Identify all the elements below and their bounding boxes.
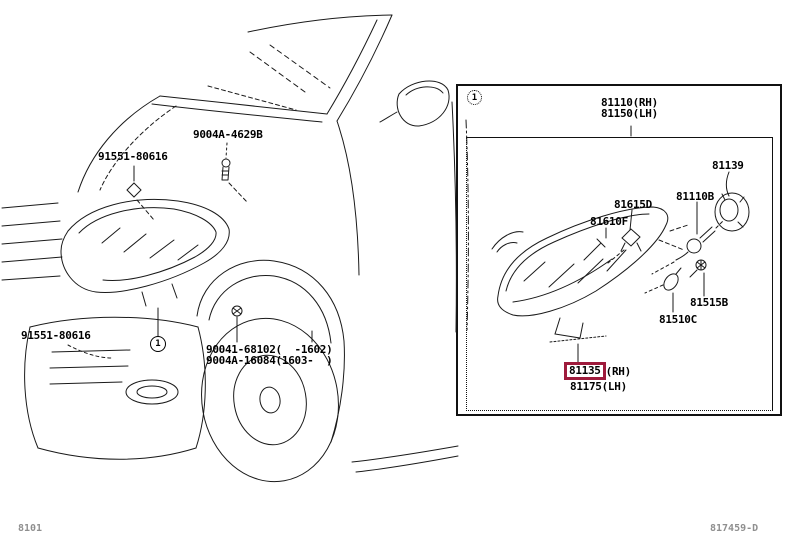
headlamp-assembly-drawing bbox=[491, 125, 750, 365]
assembly-label-rh: 81110(RH) bbox=[601, 96, 658, 109]
screw-81610F-glyph bbox=[583, 227, 607, 261]
panel-corner-callout: 1 bbox=[467, 90, 482, 105]
part-label-81110B: 81110B bbox=[676, 190, 714, 203]
part-label-bolt-note-line1: 90041-68102( -1602) bbox=[206, 343, 333, 356]
bolt-note-leader bbox=[231, 305, 313, 343]
highlighted-part-row: 81135 (RH) bbox=[564, 362, 631, 380]
part-label-hood-screw: 9004A-4629B bbox=[193, 128, 263, 141]
cap-81139-glyph bbox=[714, 171, 750, 232]
detail-panel-inner-frame bbox=[466, 137, 773, 411]
clip-upper-leader bbox=[126, 165, 155, 221]
front-wheel-drawing bbox=[196, 259, 345, 483]
bulb-81510C-glyph bbox=[644, 267, 682, 313]
part-label-clip-lower: 91551-80616 bbox=[21, 329, 91, 342]
hood-screw-glyph bbox=[221, 142, 248, 203]
part-label-81139: 81139 bbox=[712, 159, 744, 172]
footer-figure-code: 8101 bbox=[18, 523, 43, 534]
part-label-81510C: 81510C bbox=[659, 313, 697, 326]
part-label-bolt-note-line2: 9004A-16084(1603- ) bbox=[206, 354, 333, 367]
part-label-81515B: 81515B bbox=[690, 296, 728, 309]
part-label-81615D: 81615D bbox=[614, 198, 652, 211]
headlamp-on-car-drawing bbox=[60, 198, 230, 307]
clip-lower-leader bbox=[67, 344, 113, 359]
part-label-81610F: 81610F bbox=[590, 215, 628, 228]
callout-1-badge: 1 bbox=[150, 336, 166, 352]
bumper-drawing bbox=[24, 316, 206, 460]
highlighted-part-number: 81135 bbox=[564, 362, 606, 380]
side-mirror-drawing bbox=[379, 80, 450, 127]
footer-drawing-code: 817459-D bbox=[710, 523, 759, 534]
part-label-81175: 81175(LH) bbox=[570, 380, 627, 393]
detail-panel-outer-frame bbox=[456, 84, 782, 416]
bulb-81110B-glyph bbox=[651, 201, 725, 275]
assembly-label-lh: 81150(LH) bbox=[601, 107, 658, 120]
socket-81615D-glyph bbox=[607, 209, 642, 264]
highlighted-part-suffix: (RH) bbox=[605, 364, 632, 378]
screw-81515B-glyph bbox=[689, 259, 707, 297]
car-body-drawing bbox=[1, 14, 469, 483]
part-label-clip-upper: 91551-80616 bbox=[98, 150, 168, 163]
